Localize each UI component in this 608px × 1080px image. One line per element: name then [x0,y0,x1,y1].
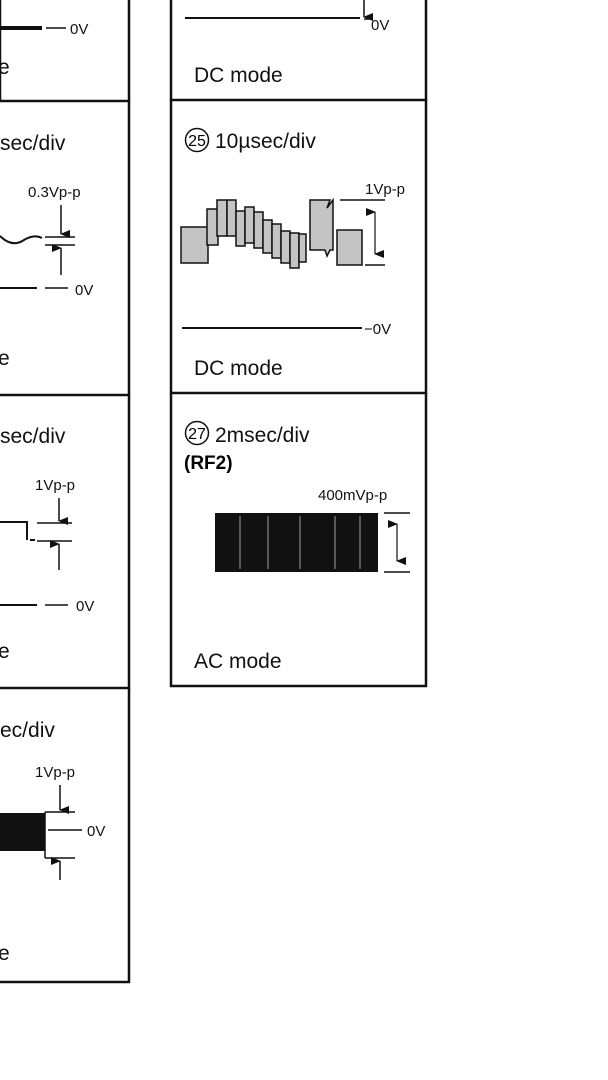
timebase-label: 2msec/div [215,424,310,447]
right-panel-25: 25 10µsec/div 1Vp-p −0V DC mode [169,100,428,395]
test-point-number: 27 [188,426,206,443]
amplitude-label: 0.3Vp-p [28,184,81,201]
zero-label: 0V [87,823,105,840]
waveform-trace [0,521,28,540]
mode-label: DC mode [194,357,283,380]
mode-label: DC mode [194,64,283,87]
test-point-number-badge [184,127,210,153]
zero-label: 0V [75,282,93,299]
timebase-label: sec/div [0,132,66,155]
right-panel-27: 27 2msec/div (RF2) 400mVp-p AC mode [169,393,428,688]
zero-label: −0V [364,321,391,338]
signal-name: (RF2) [184,453,233,474]
amplitude-label: 400mVp-p [318,487,387,504]
left-panel-a: 0V e [0,0,131,103]
waveform-trace [0,813,45,851]
amplitude-label: 1Vp-p [35,477,75,494]
waveform-trace [0,235,43,245]
mode-label: AC mode [194,650,282,673]
zero-label: 0V [76,598,94,615]
left-panel-d: ec/div 1Vp-p 0V e [0,688,131,984]
test-point-number: 25 [188,133,206,150]
right-panel-top: 0V DC mode [169,0,428,102]
test-point-number-badge [184,420,210,446]
waveform-trace [215,513,378,572]
amplitude-label: 1Vp-p [35,764,75,781]
left-panel-b: sec/div 0.3Vp-p 0V e [0,101,131,397]
mode-label: e [0,347,10,370]
waveform-trace [180,197,363,269]
mode-label: e [0,942,10,965]
mode-label: e [0,640,10,663]
timebase-label: sec/div [0,425,66,448]
amplitude-label: 1Vp-p [365,181,405,198]
zero-label: 0V [371,17,389,34]
zero-label: 0V [70,21,88,38]
timebase-label: 10µsec/div [215,130,316,153]
left-panel-c: sec/div 1Vp-p 0V e [0,395,131,690]
timebase-label: ec/div [0,719,55,742]
mode-label: e [0,56,10,79]
